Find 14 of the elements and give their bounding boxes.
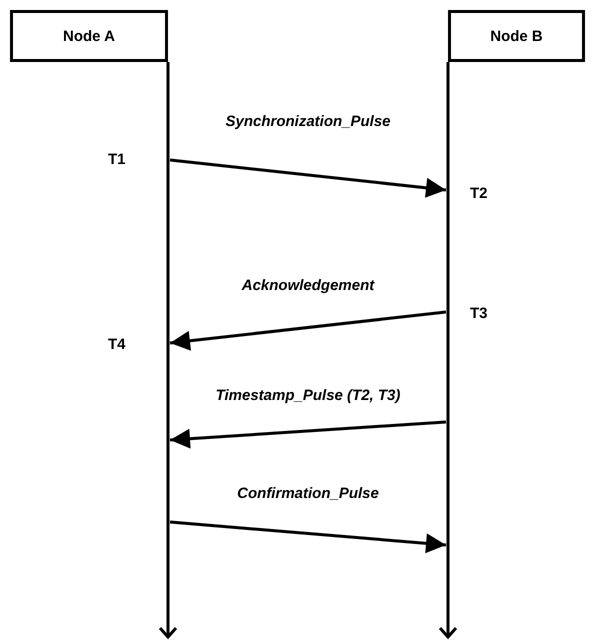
arrow [170, 520, 446, 554]
arrow [170, 158, 446, 198]
time-label: T1 [108, 151, 126, 168]
edge-label: Synchronization_Pulse [223, 113, 393, 130]
edge-label: Confirmation_Pulse [235, 485, 381, 502]
arrow [170, 420, 446, 449]
participant-box: Node A [10, 10, 168, 62]
edge-label: Acknowledgement [240, 277, 376, 294]
edge-label: Timestamp_Pulse (T2, T3) [214, 387, 402, 404]
arrow [170, 310, 446, 351]
time-label: T2 [470, 185, 488, 202]
time-label: T4 [108, 336, 126, 353]
time-label: T3 [470, 305, 488, 322]
participant-box: Node B [448, 10, 585, 62]
